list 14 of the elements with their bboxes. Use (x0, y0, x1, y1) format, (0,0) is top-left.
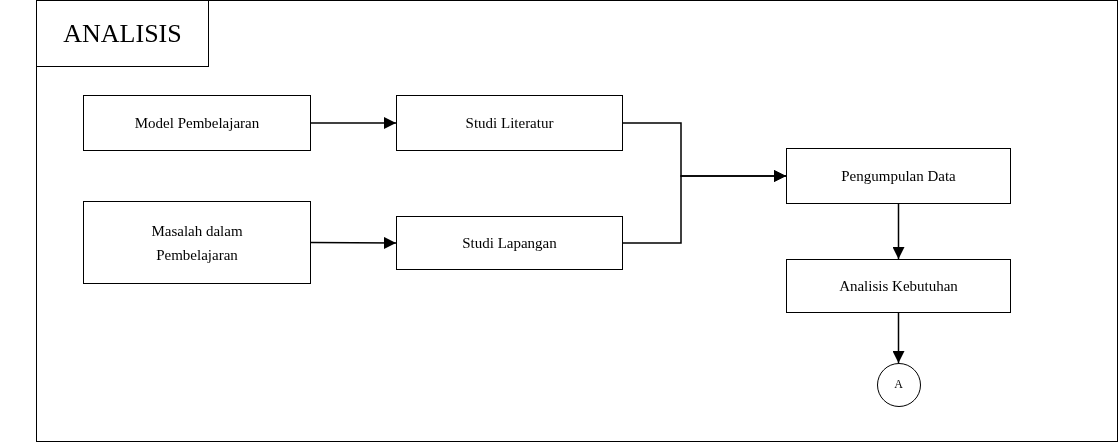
connector-circle: A (876, 363, 921, 407)
arrow (310, 117, 397, 129)
process-box: Studi Literatur (396, 95, 623, 151)
process-box: Model Pembelajaran (83, 95, 311, 151)
process-box: Analisis Kebutuhan (786, 259, 1011, 313)
arrow (622, 170, 787, 244)
process-box: Pengumpulan Data (786, 148, 1011, 204)
process-box: Studi Lapangan (396, 216, 623, 270)
process-box: Masalah dalam Pembelajaran (83, 201, 311, 284)
arrow (892, 312, 905, 364)
section-frame (36, 0, 1118, 442)
section-title: ANALISIS (37, 1, 209, 67)
arrow (310, 236, 397, 249)
arrow (892, 203, 905, 260)
